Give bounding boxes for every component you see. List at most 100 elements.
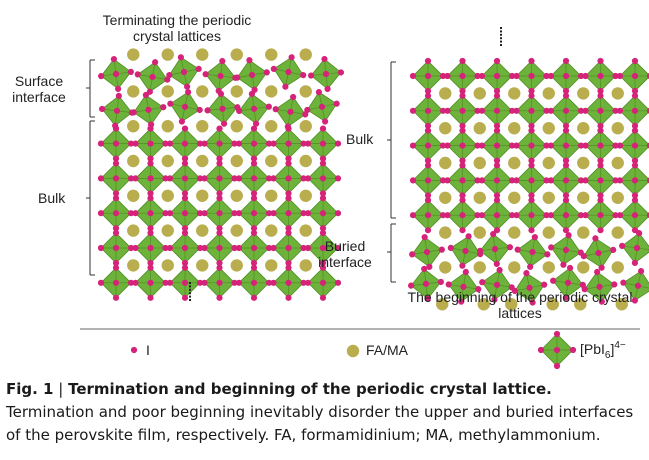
iodide-atom <box>493 72 501 80</box>
iodide-atom <box>285 279 292 286</box>
iodide-atom <box>196 175 204 182</box>
iodide-atom <box>562 92 570 99</box>
iodide-atom <box>409 72 417 80</box>
iodide-atom <box>528 157 535 164</box>
caption-fig-label: Fig. 1 <box>6 380 54 398</box>
iodide-atom <box>216 160 223 167</box>
octahedron <box>580 235 617 271</box>
bracket <box>387 61 396 219</box>
iodide-atom <box>216 155 223 162</box>
octahedron <box>616 162 649 199</box>
octahedron <box>582 197 619 234</box>
iodide-atom <box>235 279 243 286</box>
iodide-atom <box>562 127 570 134</box>
iodide-atom <box>596 283 603 290</box>
iodide-atom <box>234 74 241 81</box>
iodide-atom <box>112 140 120 147</box>
iodide-atom <box>424 87 432 95</box>
iodide-atom <box>216 259 223 267</box>
iodide-atom <box>459 142 466 149</box>
iodide-atom <box>322 70 330 78</box>
iodide-atom <box>250 140 258 147</box>
iodide-atom <box>612 72 619 80</box>
caption-body: Termination and poor beginning inevitabl… <box>6 403 634 444</box>
iodide-atom <box>177 54 184 61</box>
iodide-atom <box>270 279 277 286</box>
iodide-atom <box>181 244 189 252</box>
iodide-atom <box>201 140 208 147</box>
legend-cation-dot <box>346 344 360 358</box>
cation-atom <box>508 261 521 274</box>
iodide-atom <box>270 65 277 72</box>
cation-atom <box>439 87 452 100</box>
iodide-atom <box>201 279 208 286</box>
cation-atom <box>161 189 174 202</box>
iodide-atom <box>250 210 258 217</box>
octahedron <box>409 127 447 164</box>
iodide-atom <box>132 175 139 182</box>
octahedron <box>582 162 619 199</box>
octahedron-label-sub: 6 <box>604 350 611 361</box>
iodide-atom <box>508 72 516 80</box>
iodide-atom <box>319 190 327 197</box>
iodide-atom <box>594 268 601 276</box>
iodide-atom <box>270 175 277 182</box>
iodide-atom <box>285 195 292 202</box>
iodide-atom <box>597 212 604 219</box>
iodide-atom <box>424 177 432 184</box>
iodide-atom <box>216 229 223 237</box>
iodide-atom <box>631 72 639 80</box>
ellipsis-dot <box>500 44 502 46</box>
iodide-atom <box>493 142 501 149</box>
iodide-atom <box>493 107 501 114</box>
iodide-atom <box>646 142 649 149</box>
iodide-atom <box>181 225 189 232</box>
iodide-atom <box>631 57 639 65</box>
iodide-atom <box>528 192 535 199</box>
iodide-atom <box>319 294 327 301</box>
octahedron <box>235 195 273 232</box>
iodide-atom <box>620 279 627 286</box>
octahedron <box>304 195 342 232</box>
octahedron <box>408 265 444 302</box>
iodide-atom <box>97 140 105 147</box>
iodide-atom <box>493 212 501 219</box>
cation-atom <box>574 298 587 311</box>
iodide-atom <box>616 212 624 219</box>
iodide-atom <box>478 212 486 219</box>
octahedron <box>98 56 134 92</box>
iodide-atom <box>319 225 327 232</box>
iodide-atom <box>196 140 204 147</box>
iodide-atom <box>250 279 258 286</box>
iodide-atom <box>304 279 312 286</box>
iodide-atom <box>166 72 173 79</box>
iodide-atom <box>424 227 432 234</box>
iodide-atom <box>597 197 604 204</box>
iodide-atom <box>514 246 521 253</box>
cation-atom <box>611 261 624 274</box>
right-bulk-label: Bulk <box>346 131 374 147</box>
cation-atom <box>230 189 243 202</box>
iodide-atom <box>285 68 292 76</box>
iodide-atom <box>334 279 342 286</box>
octahedron <box>97 160 135 197</box>
iodide-atom <box>631 177 639 184</box>
iodide-atom <box>493 227 501 234</box>
iodide-atom <box>195 65 202 72</box>
iodide-atom <box>459 122 466 129</box>
cation-atom <box>196 85 209 98</box>
iodide-atom <box>97 210 105 217</box>
interface-brackets <box>86 59 396 283</box>
iodide-atom <box>166 244 174 252</box>
iodide-atom <box>216 195 223 202</box>
iodide-atom <box>562 212 570 219</box>
cation-atom <box>127 154 140 168</box>
legend-cation-label: FA/MA <box>366 342 409 358</box>
iodide-atom <box>528 107 535 114</box>
iodide-atom <box>527 263 534 270</box>
iodide-atom <box>112 279 120 286</box>
iodide-atom <box>566 264 574 272</box>
iodide-atom <box>513 107 520 114</box>
iodide-atom <box>491 296 498 303</box>
iodide-atom <box>562 162 570 169</box>
